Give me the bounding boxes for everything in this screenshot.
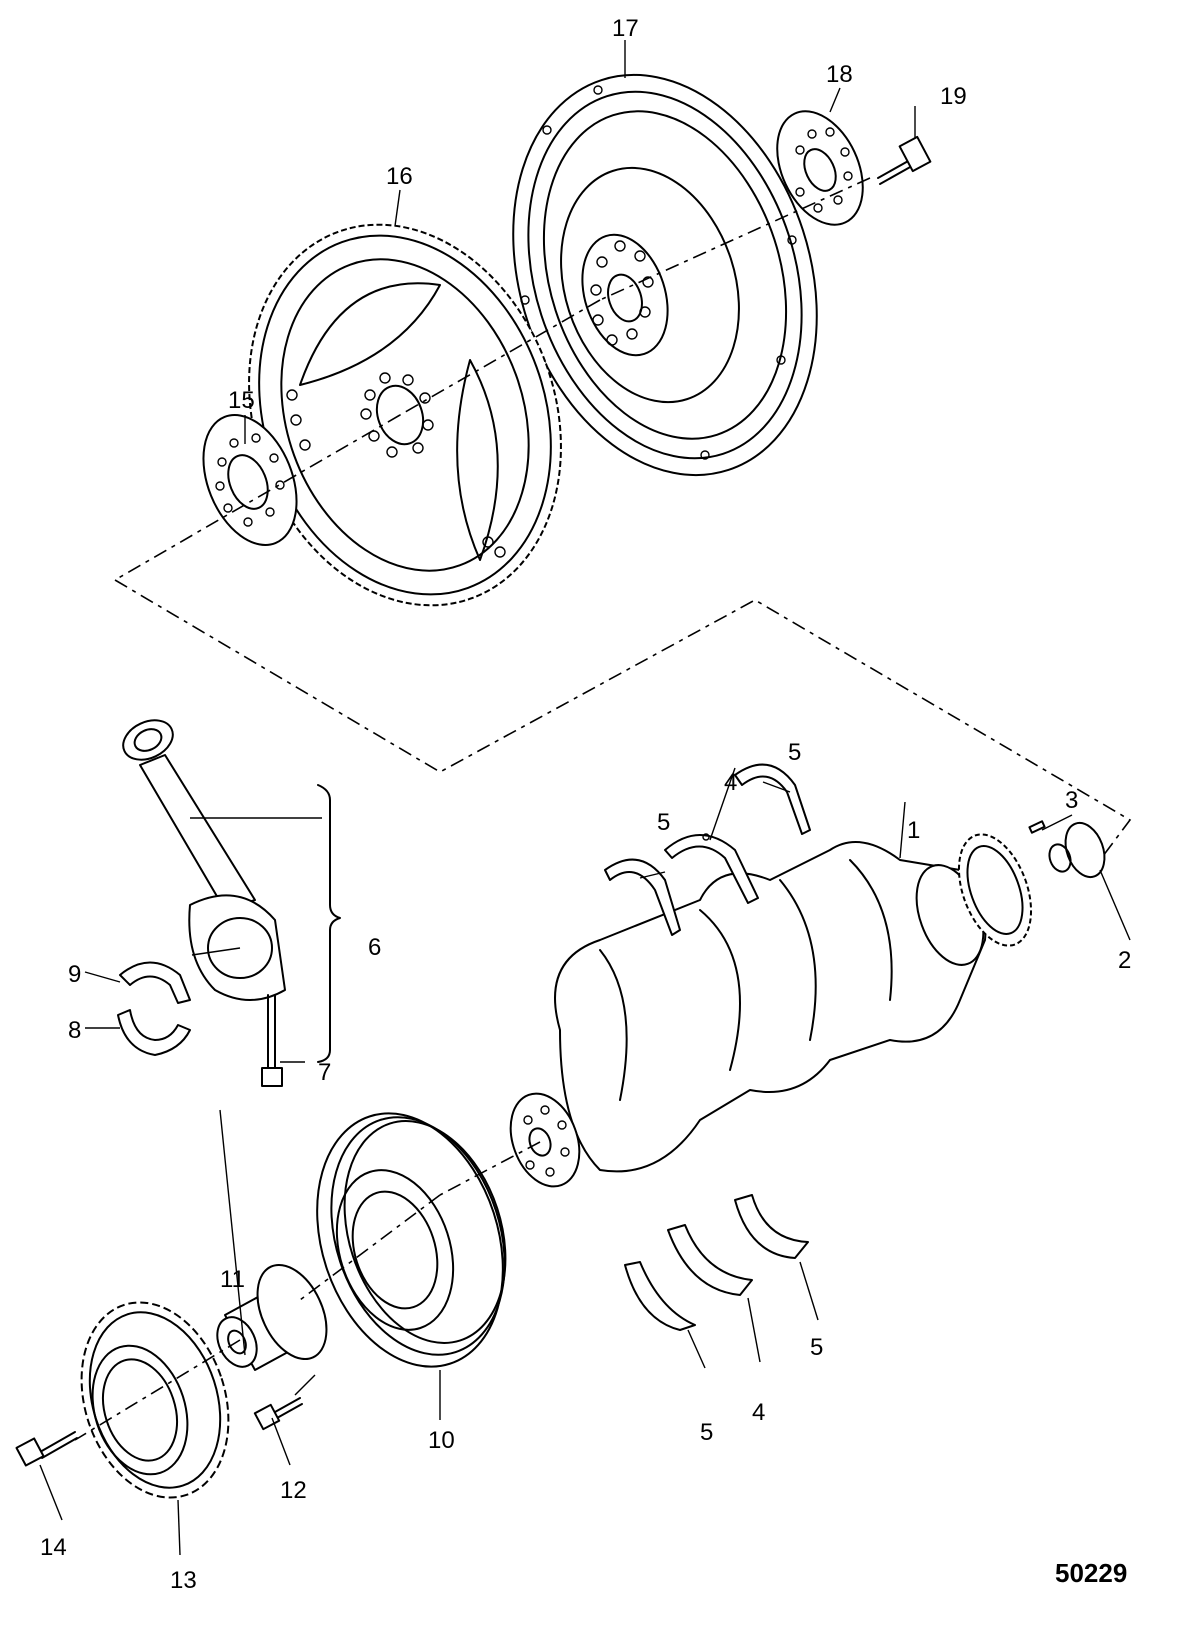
callout-7: 7 [318, 1059, 331, 1086]
callout-16: 16 [386, 163, 413, 190]
part-13-sprocket [80, 1301, 230, 1499]
callout-8: 8 [68, 1017, 81, 1044]
part-10-pulley [316, 1112, 507, 1368]
callout-13: 13 [170, 1567, 197, 1594]
part-3-key [1028, 820, 1046, 834]
part-1-crankshaft [509, 833, 1033, 1188]
callout-9: 9 [68, 961, 81, 988]
callout-4-lower: 4 [752, 1399, 765, 1426]
part-11-spacer [216, 1263, 328, 1371]
callout-labels: 1 2 3 4 4 5 5 5 5 6 7 8 9 10 11 12 13 14… [40, 15, 1131, 1594]
callout-11: 11 [220, 1266, 245, 1293]
callout-1: 1 [907, 817, 920, 844]
figure-number: 50229 [1055, 1558, 1127, 1588]
callout-5-lower-left: 5 [700, 1419, 713, 1446]
part-14-bolt [15, 1431, 78, 1467]
part-16-ring-gear [248, 223, 562, 607]
callout-17: 17 [612, 15, 639, 42]
callout-3: 3 [1065, 787, 1078, 814]
callout-5-lower-right: 5 [810, 1334, 823, 1361]
callout-6: 6 [368, 934, 381, 961]
callout-18: 18 [826, 61, 853, 88]
callout-5-upper-right: 5 [788, 739, 801, 766]
part-12-bolt [253, 1397, 303, 1431]
callout-10: 10 [428, 1427, 455, 1454]
part-19-bolt [877, 135, 932, 185]
bearing-shells-lower [624, 1194, 809, 1331]
callout-14: 14 [40, 1534, 67, 1561]
callout-19: 19 [940, 83, 967, 110]
part-15-washer [202, 414, 298, 546]
callout-5-upper-left: 5 [657, 809, 670, 836]
callout-4-upper: 4 [724, 769, 737, 796]
bearing-shells-upper [604, 763, 811, 936]
part-9-bearing-shell [119, 961, 191, 1004]
part-8-bearing-shell [117, 1009, 191, 1056]
part-2-bearing [1048, 821, 1106, 879]
part-17-flywheel [512, 73, 818, 477]
callout-12: 12 [280, 1477, 307, 1504]
part-7-bolt [261, 994, 283, 1087]
callout-2: 2 [1118, 947, 1131, 974]
leader-lines [39, 40, 1131, 1556]
part-6-connecting-rod [122, 719, 286, 1001]
part-18-washer [776, 110, 864, 226]
callout-15: 15 [228, 387, 255, 414]
bracket-6 [317, 784, 341, 1063]
